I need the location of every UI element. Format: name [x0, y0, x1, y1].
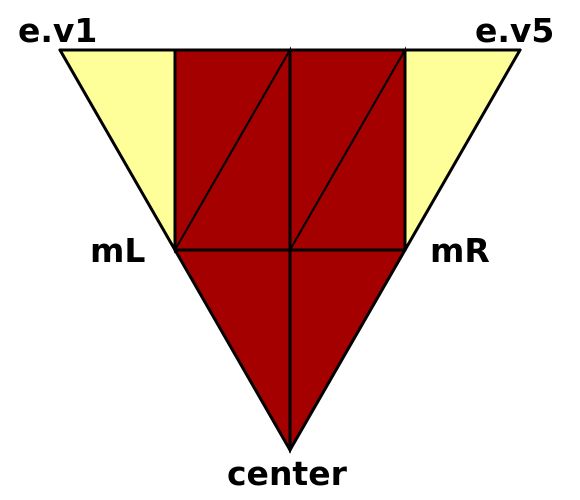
label-e-v5: e.v5 [475, 11, 554, 50]
label-center: center [227, 454, 348, 493]
outline-edges [58, 48, 522, 452]
label-e-v1: e.v1 [18, 11, 97, 50]
label-mR: mR [430, 231, 490, 270]
label-mL: mL [90, 231, 145, 270]
